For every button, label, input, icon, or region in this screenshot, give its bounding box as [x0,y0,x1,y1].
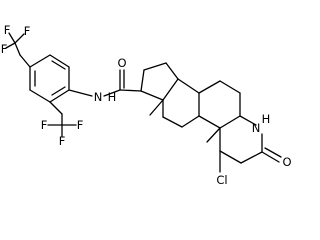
fluorine-label: F [24,24,31,38]
c-f-bond [8,32,16,44]
lactam-carbonyl-bond [261,151,280,163]
ring-d-bond [162,78,179,101]
ring-c-bond [181,115,200,128]
ring-d-bond [165,62,179,80]
ring-a-bond [219,150,242,164]
ring-b-bond [219,115,241,129]
ring-d-bond [140,69,145,92]
fluorine-label: F [59,134,66,148]
ring-a-bond [240,151,263,164]
ring-b-bond [198,80,221,94]
atom-labels: F F F F F F N H O N H O Cl [1,23,292,187]
amide-nitrogen-label: N [94,90,103,104]
lactam-carbonyl-double-bond [264,147,282,158]
aryl-double-bond [51,86,66,96]
ring-nh-label: H [262,112,271,126]
aryl-double-bond [51,60,66,70]
aryl-bond [49,89,70,103]
ring-c-bond [162,116,183,128]
fluorine-label: F [77,118,84,132]
ring-b-bond [219,80,241,94]
aryl-bond [49,54,70,68]
ring-d-bond [140,90,164,101]
c-f-bond [14,42,21,56]
chlorine-label: Cl [216,173,227,187]
aryl-cf3-bond [49,101,63,115]
ring-d-bond [143,62,167,71]
carbonyl-oxygen-label: O [117,56,126,70]
methyl-bond [206,127,221,143]
n-c-bond [103,89,121,97]
aryl-bond [29,54,51,68]
fluorine-label: F [1,42,8,56]
fluorine-label: F [41,118,48,132]
methyl-bond [149,99,164,116]
aryl-cf3-bond [19,54,31,68]
aryl-bond [29,89,51,103]
lactam-oxygen-label: O [282,155,291,169]
ring-c-bond [177,78,200,94]
c-c-bond [119,89,142,92]
amide-hydrogen-label: H [108,90,117,104]
ring-a-bond [239,115,257,126]
c-f-bond [5,42,16,49]
fluorine-label: F [4,23,11,37]
c-f-bond [14,33,25,44]
aryl-n-bond [68,89,93,97]
chemical-structure: F F F F F F N H O N H O Cl [1,23,292,187]
ring-nitrogen-label: N [252,121,261,135]
ring-b-bond [198,115,221,129]
bonds [5,32,282,173]
